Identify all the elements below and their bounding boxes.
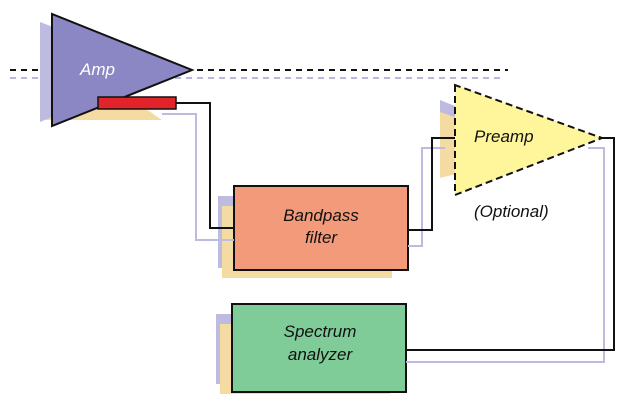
wires (176, 102, 615, 351)
wire-preamp-to-spectrum (406, 137, 615, 351)
wire-bandpass-to-preamp (408, 137, 455, 231)
preamp-label: Preamp (474, 127, 534, 146)
amp-label: Amp (79, 60, 115, 79)
spectrum-box (231, 303, 407, 393)
spectrum-analyzer-block: Spectrum analyzer (216, 303, 407, 394)
bandpass-filter-block: Bandpass filter (218, 185, 409, 278)
preamp-triangle (454, 83, 605, 197)
bandpass-label-line2: filter (305, 228, 338, 247)
amp-output-connector (97, 96, 177, 110)
wire-shadows (162, 113, 605, 363)
wire-amp-to-bandpass (176, 102, 234, 229)
spectrum-label-line2: analyzer (288, 345, 354, 364)
bandpass-label-line1: Bandpass (283, 206, 359, 225)
preamp-optional-note: (Optional) (474, 202, 549, 221)
spectrum-label-line1: Spectrum (284, 322, 357, 341)
bandpass-box (233, 185, 409, 271)
amp-block: Amp (40, 12, 195, 128)
preamp-block: Preamp (Optional) (440, 83, 605, 221)
